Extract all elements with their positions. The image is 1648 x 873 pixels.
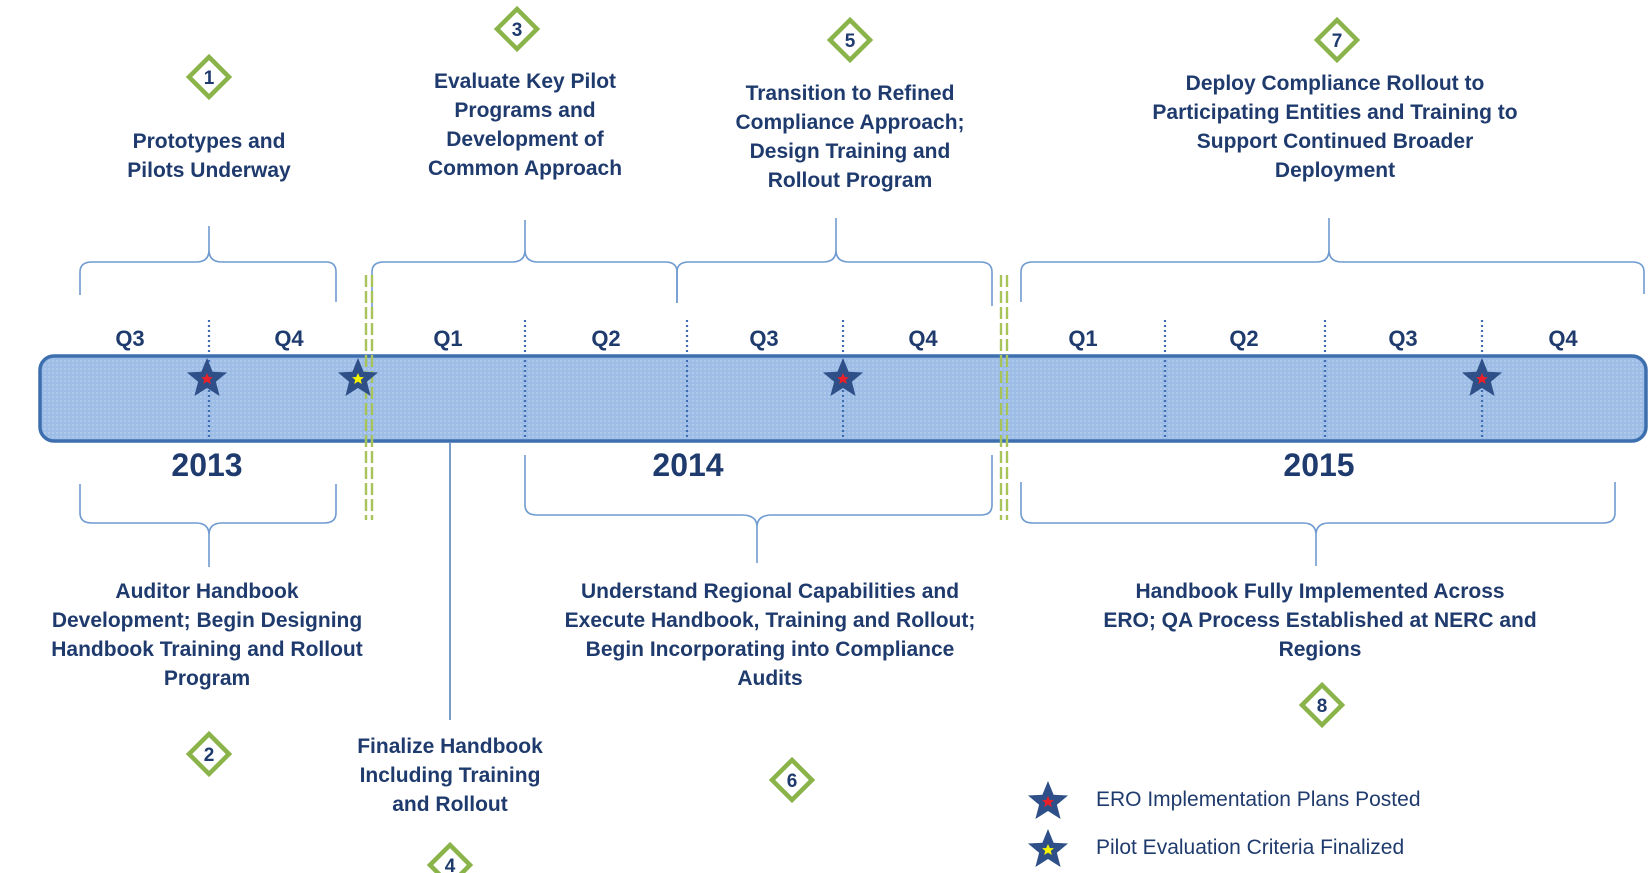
milestone-text-3: Evaluate Key Pilot Programs and Developm… xyxy=(427,70,623,180)
milestone-text-1: Prototypes and Pilots Underway xyxy=(127,130,291,182)
diamond-marker-5: 5 xyxy=(826,16,874,64)
brace-bottom-2 xyxy=(79,484,337,567)
star-icon-ero-plans-2014 xyxy=(823,358,863,396)
milestone-text-2: Auditor Handbook Development; Begin Desi… xyxy=(51,580,363,690)
milestone-number: 4 xyxy=(445,856,456,873)
brace-top-3 xyxy=(371,220,678,310)
year-labels: 2013 2014 2015 xyxy=(171,447,1354,483)
milestone-text-7: Deploy Compliance Rollout to Participati… xyxy=(1152,72,1518,182)
quarter-label: Q4 xyxy=(908,326,938,351)
milestone-text-4: Finalize Handbook Including Training and… xyxy=(357,735,543,816)
legend-label-pilot-criteria: Pilot Evaluation Criteria Finalized xyxy=(1096,836,1405,859)
brace-top-7 xyxy=(1020,218,1645,302)
legend-stars xyxy=(1028,781,1068,867)
brace-bottom-8 xyxy=(1020,482,1616,566)
milestone-number: 8 xyxy=(1317,696,1328,717)
star-icon-pilot-criteria xyxy=(338,358,378,396)
milestone-number: 1 xyxy=(204,68,215,89)
year-label-2014: 2014 xyxy=(652,447,723,483)
quarter-label: Q2 xyxy=(1229,326,1258,351)
quarter-dividers xyxy=(207,320,1484,440)
quarter-label: Q4 xyxy=(274,326,304,351)
legend-star-icon-pilot-criteria xyxy=(1028,829,1068,867)
quarter-label: Q3 xyxy=(115,326,144,351)
diamond-marker-1: 1 xyxy=(185,53,233,101)
diamond-marker-3: 3 xyxy=(493,5,541,53)
milestone-text-8: Handbook Fully Implemented Across ERO; Q… xyxy=(1103,580,1537,661)
diamond-marker-7: 7 xyxy=(1313,16,1361,64)
milestone-text-5: Transition to Refined Compliance Approac… xyxy=(735,82,965,192)
milestone-number: 3 xyxy=(512,20,523,41)
diamond-marker-4: 4 xyxy=(426,841,474,873)
year-dividers xyxy=(364,275,1009,520)
milestone-text-6: Understand Regional Capabilities and Exe… xyxy=(564,580,976,690)
year-label-2013: 2013 xyxy=(171,447,242,483)
quarter-label: Q4 xyxy=(1548,326,1578,351)
diamond-marker-6: 6 xyxy=(768,756,816,804)
top-braces xyxy=(79,218,1645,310)
brace-top-5 xyxy=(676,218,993,306)
milestone-number: 6 xyxy=(787,771,798,792)
milestone-number: 7 xyxy=(1332,31,1343,52)
year-label-2015: 2015 xyxy=(1283,447,1354,483)
star-icon-ero-plans-2015 xyxy=(1462,358,1502,396)
quarter-label: Q2 xyxy=(591,326,620,351)
legend-label-ero-plans: ERO Implementation Plans Posted xyxy=(1096,788,1421,811)
diamond-marker-8: 8 xyxy=(1298,681,1346,729)
brace-top-1 xyxy=(79,226,337,302)
milestone-number: 5 xyxy=(845,31,856,52)
quarter-label: Q3 xyxy=(1388,326,1417,351)
quarter-label: Q3 xyxy=(749,326,778,351)
diamond-marker-2: 2 xyxy=(185,730,233,778)
quarter-label: Q1 xyxy=(1068,326,1097,351)
milestone-markers: 1 2 3 4 5 6 7 8 xyxy=(185,5,1361,873)
star-icon-ero-plans-2013 xyxy=(187,358,227,396)
quarter-labels: Q3 Q4 Q1 Q2 Q3 Q4 Q1 Q2 Q3 Q4 xyxy=(115,326,1578,351)
quarter-label: Q1 xyxy=(433,326,462,351)
legend-star-icon-ero-plans xyxy=(1028,781,1068,819)
timeline-stars xyxy=(187,358,1502,396)
bottom-braces xyxy=(79,455,1616,567)
brace-bottom-6 xyxy=(524,455,993,563)
milestone-number: 2 xyxy=(204,745,215,766)
